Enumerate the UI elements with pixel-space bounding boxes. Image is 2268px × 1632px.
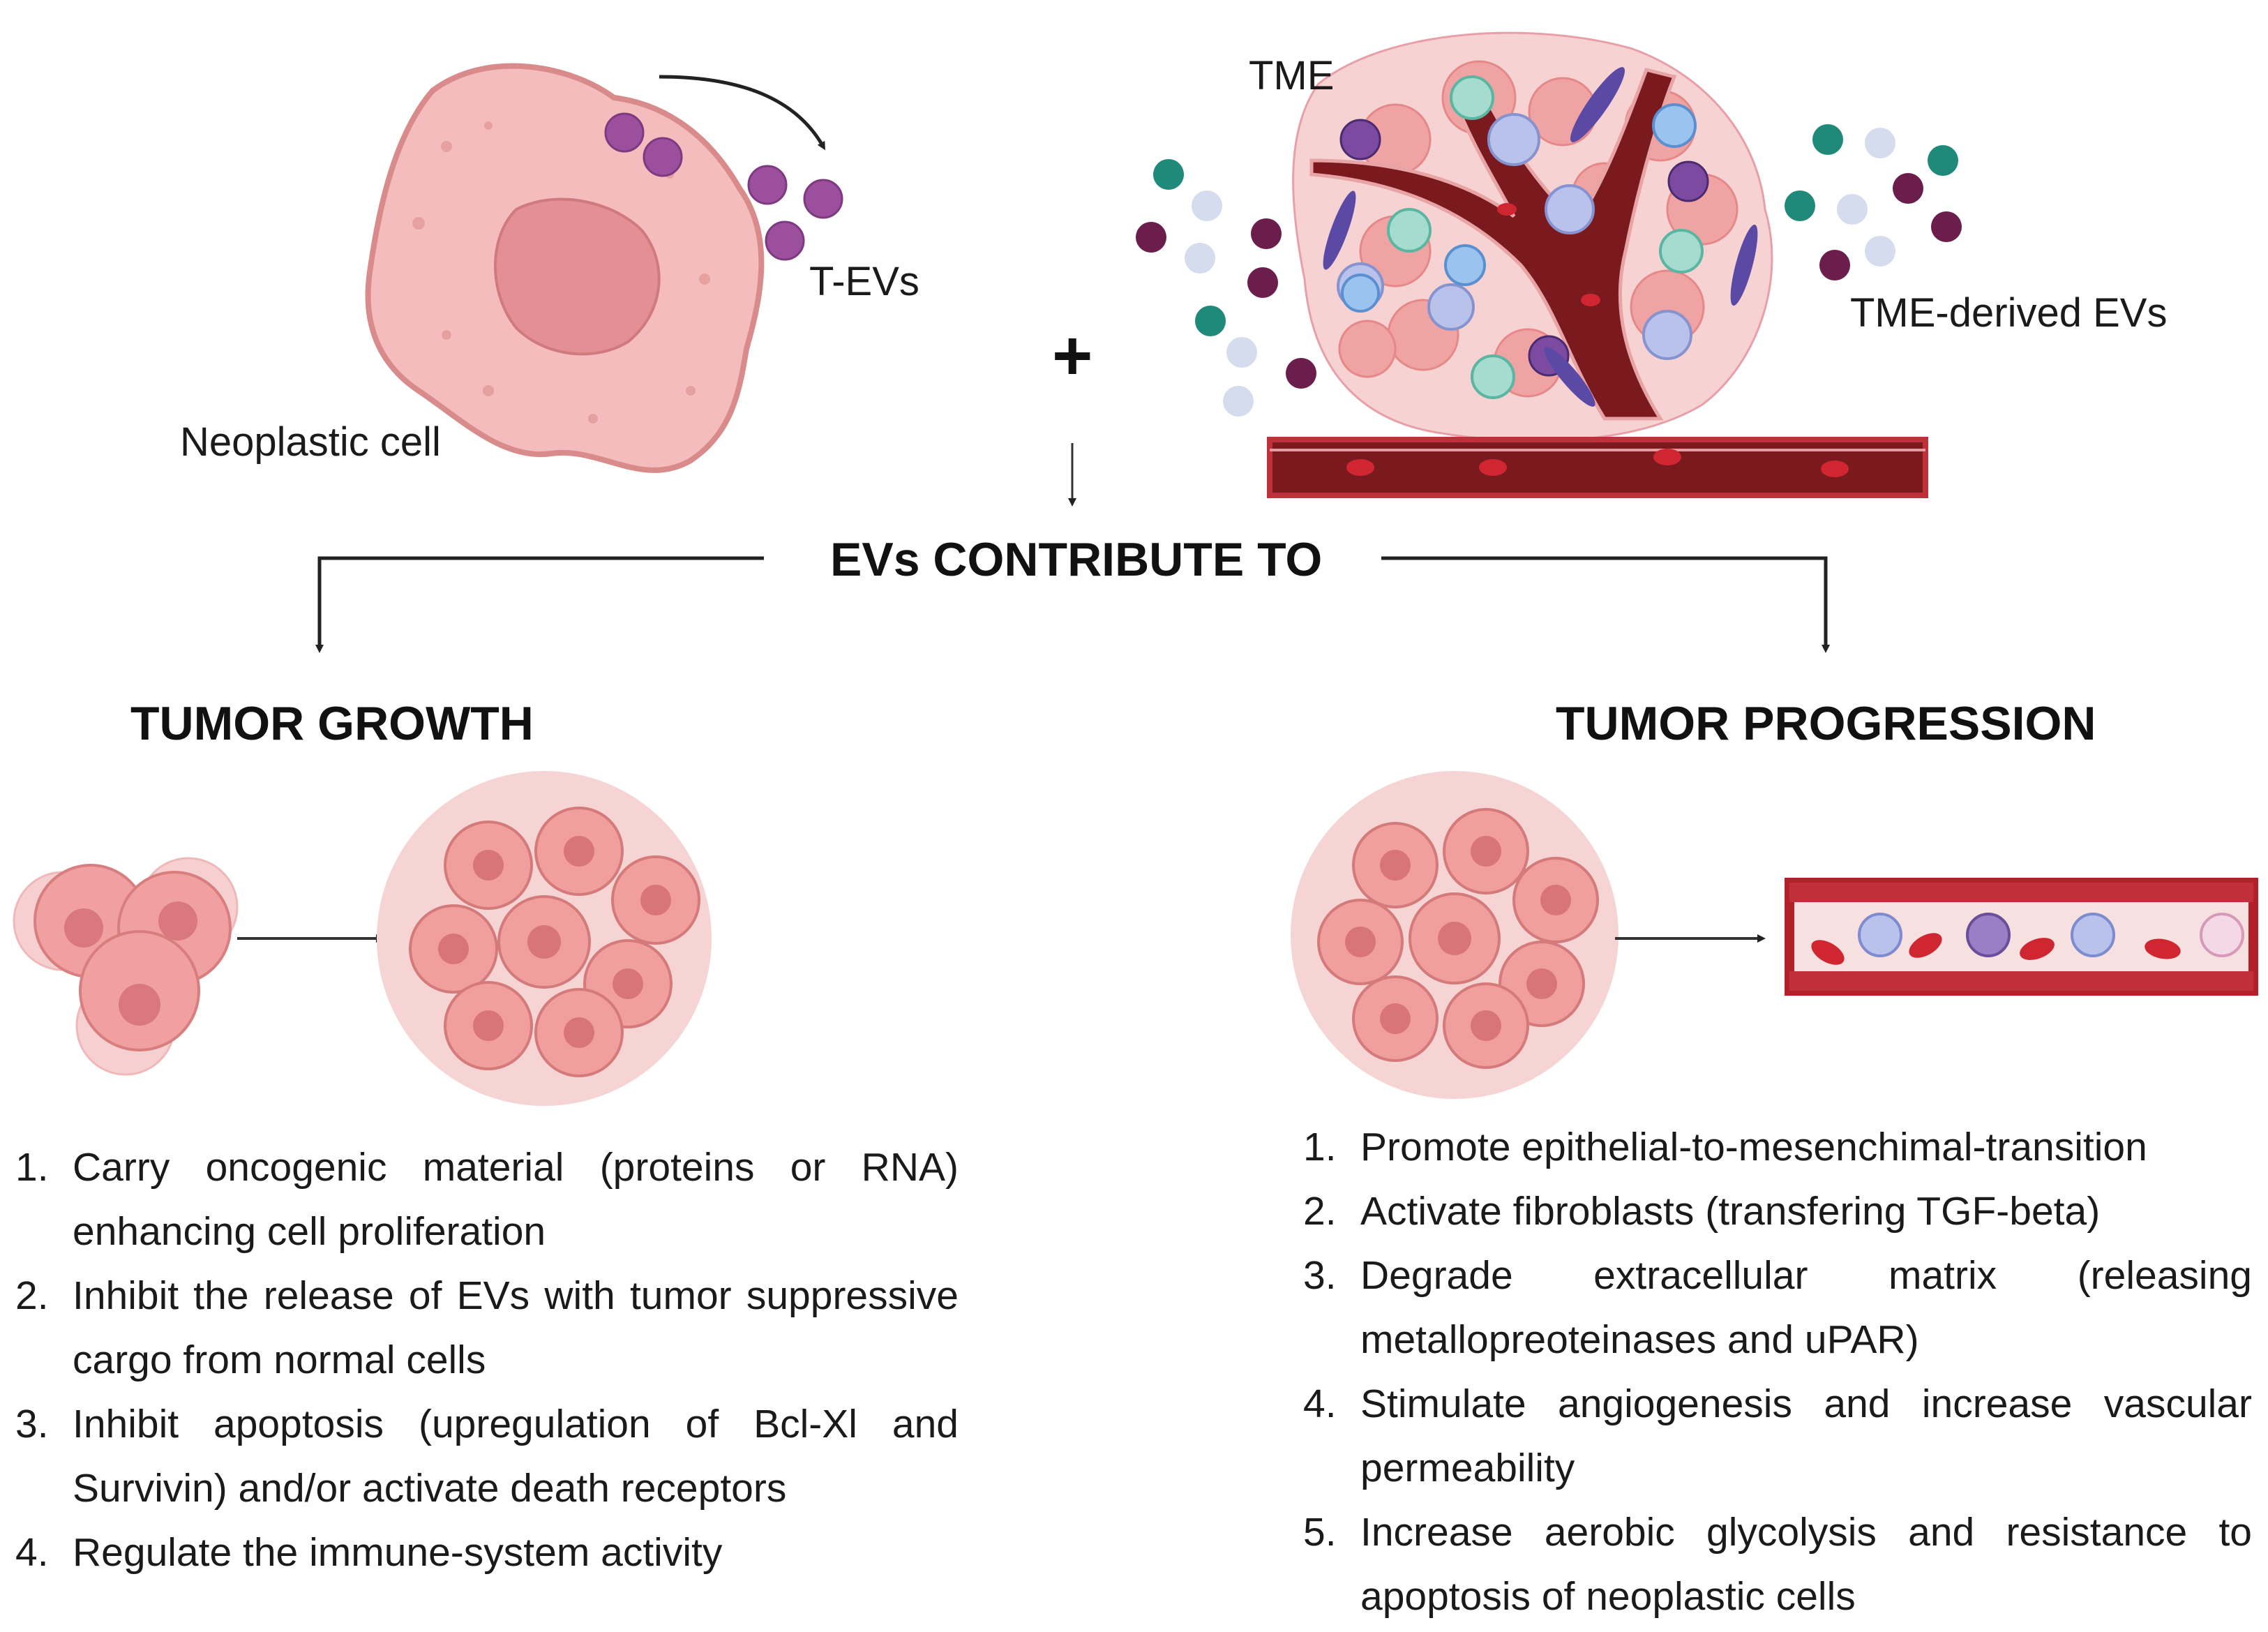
item-number: 1. [15,1145,49,1190]
neoplastic-cell-label: Neoplastic cell [180,419,441,465]
item-number: 5. [1303,1510,1337,1555]
tumor-progression-heading: TUMOR PROGRESSION [1556,697,2096,750]
left-branch-connector [315,556,764,653]
item-text: Promote epithelial-to-mesenchimal-transi… [1360,1125,2147,1169]
list-item: 3. Inhibit apoptosis (upregulation of Bcl… [15,1392,959,1520]
t-evs-icon [604,112,843,261]
item-number: 2. [1303,1189,1337,1234]
tme-label: TME [1249,53,1335,98]
t-evs-label: T-EVs [809,259,919,304]
tme-evs-left-icon [1136,159,1316,417]
item-text: Inhibit the release of EVs with tumor su… [73,1273,959,1382]
list-item: 1. Carry oncogenic material (proteins or … [15,1135,959,1264]
tme-evs-right-icon [1785,124,1962,280]
right-branch-connector [1381,556,1830,653]
large-tumor-icon [377,771,712,1106]
list-item: 5. Increase aerobic glycolysis and resist… [1303,1500,2252,1629]
item-text: Activate fibroblasts (transfering TGF-be… [1360,1189,2101,1234]
release-arrow [659,75,825,151]
item-number: 1. [1303,1125,1337,1169]
item-number: 3. [1303,1253,1337,1298]
item-number: 2. [15,1273,49,1318]
list-item: 2. Inhibit the release of EVs with tumor … [15,1264,959,1392]
item-number: 4. [1303,1382,1337,1426]
item-text: Carry oncogenic material (proteins or RN… [73,1145,959,1254]
tumor-growth-list: 1. Carry oncogenic material (proteins or … [15,1135,959,1585]
blood-vessel-icon [1785,878,2258,996]
item-text: Regulate the immune-system activity [73,1530,723,1575]
neoplastic-cell-icon [365,63,765,473]
small-tumor-icon [13,857,239,1076]
item-text: Degrade extracellular matrix (releasing … [1360,1253,2252,1362]
tme-derived-evs-label: TME-derived EVs [1850,290,2168,336]
item-number: 3. [15,1402,49,1446]
tme-illustration [1267,31,1928,498]
plus-sign: + [1052,317,1093,395]
item-text: Stimulate angiogenesis and increase vasc… [1360,1382,2252,1490]
tumor-growth-heading: TUMOR GROWTH [130,697,534,750]
item-text: Inhibit apoptosis (upregulation of Bcl-X… [73,1402,959,1511]
item-text: Increase aerobic glycolysis and resistan… [1360,1510,2252,1619]
item-number: 4. [15,1530,49,1575]
list-item: 4. Stimulate angiogenesis and increase va… [1303,1372,2252,1500]
list-item: 2. Activate fibroblasts (transfering TGF-… [1303,1179,2252,1243]
list-item: 3. Degrade extracellular matrix (releasin… [1303,1243,2252,1372]
list-item: 4. Regulate the immune-system activity [15,1520,959,1585]
progression-tumor-icon [1291,771,1619,1099]
tumor-progression-list: 1. Promote epithelial-to-mesenchimal-tran… [1303,1115,2252,1629]
list-item: 1. Promote epithelial-to-mesenchimal-tran… [1303,1115,2252,1179]
center-heading: EVs CONTRIBUTE TO [830,533,1323,586]
